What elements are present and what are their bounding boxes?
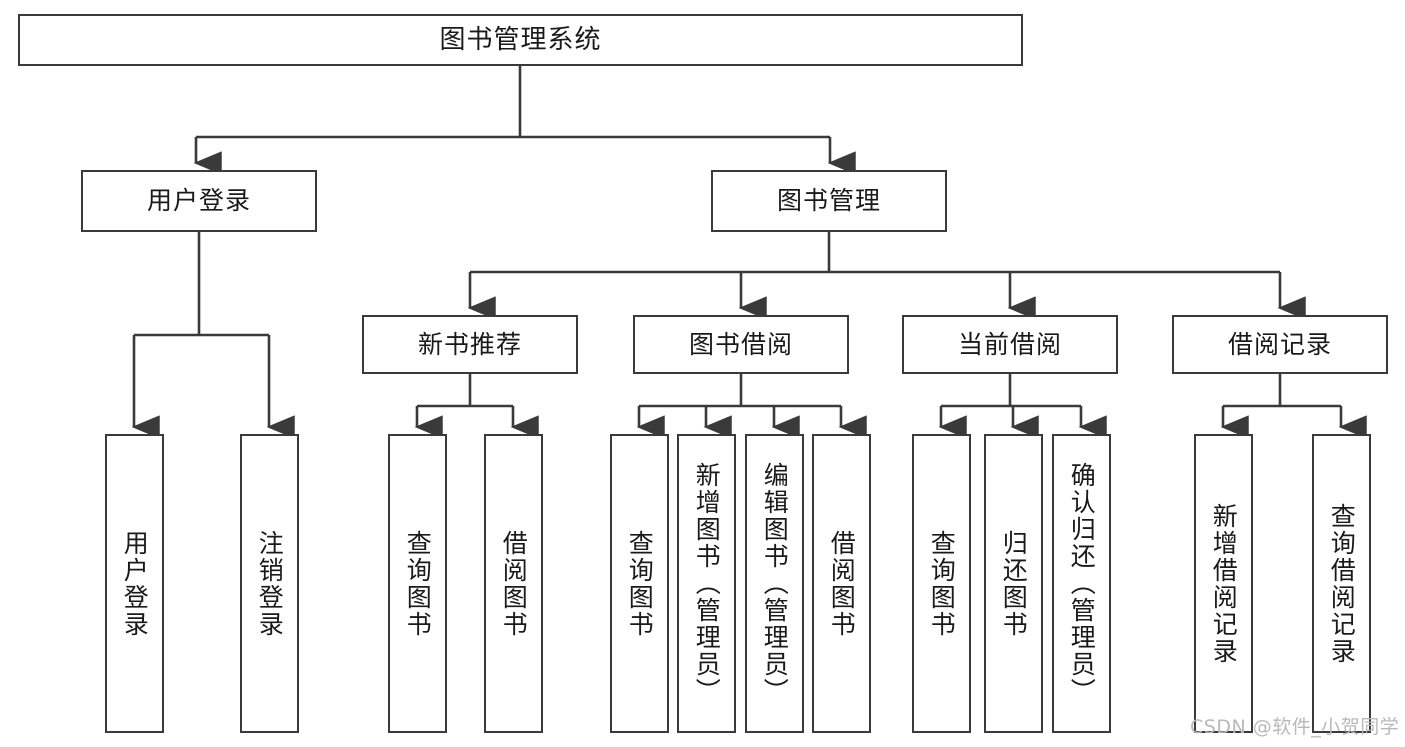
leaf-logout-login[interactable]: 注销登录 bbox=[240, 434, 299, 733]
leaf-label: 用户登录 bbox=[120, 529, 150, 638]
node-label: 用户登录 bbox=[146, 186, 251, 216]
leaf-label: 新增借阅记录 bbox=[1209, 502, 1239, 665]
leaf-add-book[interactable]: 新增图书（管理员） bbox=[677, 434, 736, 733]
node-new-book-rec[interactable]: 新书推荐 bbox=[362, 315, 578, 374]
leaf-label: 查询图书 bbox=[403, 529, 433, 638]
leaf-query-book-borrow[interactable]: 查询图书 bbox=[610, 434, 669, 733]
leaf-label: 查询借阅记录 bbox=[1327, 502, 1357, 665]
node-book-manage[interactable]: 图书管理 bbox=[711, 170, 947, 232]
node-borrow-record[interactable]: 借阅记录 bbox=[1172, 315, 1388, 374]
node-label: 图书借阅 bbox=[688, 329, 793, 359]
leaf-borrow-book[interactable]: 借阅图书 bbox=[812, 434, 871, 733]
leaf-query-borrow-record[interactable]: 查询借阅记录 bbox=[1312, 434, 1371, 733]
leaf-label: 查询图书 bbox=[625, 529, 655, 638]
node-label: 图书管理 bbox=[776, 186, 881, 216]
leaf-edit-book[interactable]: 编辑图书（管理员） bbox=[745, 434, 804, 733]
leaf-confirm-return[interactable]: 确认归还（管理员） bbox=[1052, 434, 1111, 733]
leaf-return-book[interactable]: 归还图书 bbox=[984, 434, 1043, 733]
leaf-label: 确认归还（管理员） bbox=[1067, 462, 1097, 705]
node-book-borrow[interactable]: 图书借阅 bbox=[633, 315, 849, 374]
leaf-add-borrow-record[interactable]: 新增借阅记录 bbox=[1194, 434, 1253, 733]
node-current-borrow[interactable]: 当前借阅 bbox=[902, 315, 1118, 374]
node-book-management-system[interactable]: 图书管理系统 bbox=[18, 14, 1023, 66]
node-label: 借阅记录 bbox=[1227, 329, 1332, 359]
leaf-label: 归还图书 bbox=[999, 529, 1029, 638]
leaf-label: 借阅图书 bbox=[499, 529, 529, 638]
node-user-login[interactable]: 用户登录 bbox=[81, 170, 317, 232]
leaf-label: 编辑图书（管理员） bbox=[760, 462, 790, 705]
leaf-borrow-book-rec[interactable]: 借阅图书 bbox=[484, 434, 543, 733]
node-label: 当前借阅 bbox=[957, 329, 1062, 359]
csdn-watermark: CSDN @软件_小贺同学 bbox=[1190, 716, 1400, 738]
leaf-query-book-current[interactable]: 查询图书 bbox=[912, 434, 971, 733]
leaf-query-book-rec[interactable]: 查询图书 bbox=[388, 434, 447, 733]
node-label: 图书管理系统 bbox=[439, 24, 602, 55]
leaf-user-login[interactable]: 用户登录 bbox=[105, 434, 164, 733]
leaf-label: 查询图书 bbox=[927, 529, 957, 638]
node-label: 新书推荐 bbox=[417, 329, 522, 359]
leaf-label: 注销登录 bbox=[255, 529, 285, 638]
leaf-label: 新增图书（管理员） bbox=[692, 462, 722, 705]
leaf-label: 借阅图书 bbox=[827, 529, 857, 638]
